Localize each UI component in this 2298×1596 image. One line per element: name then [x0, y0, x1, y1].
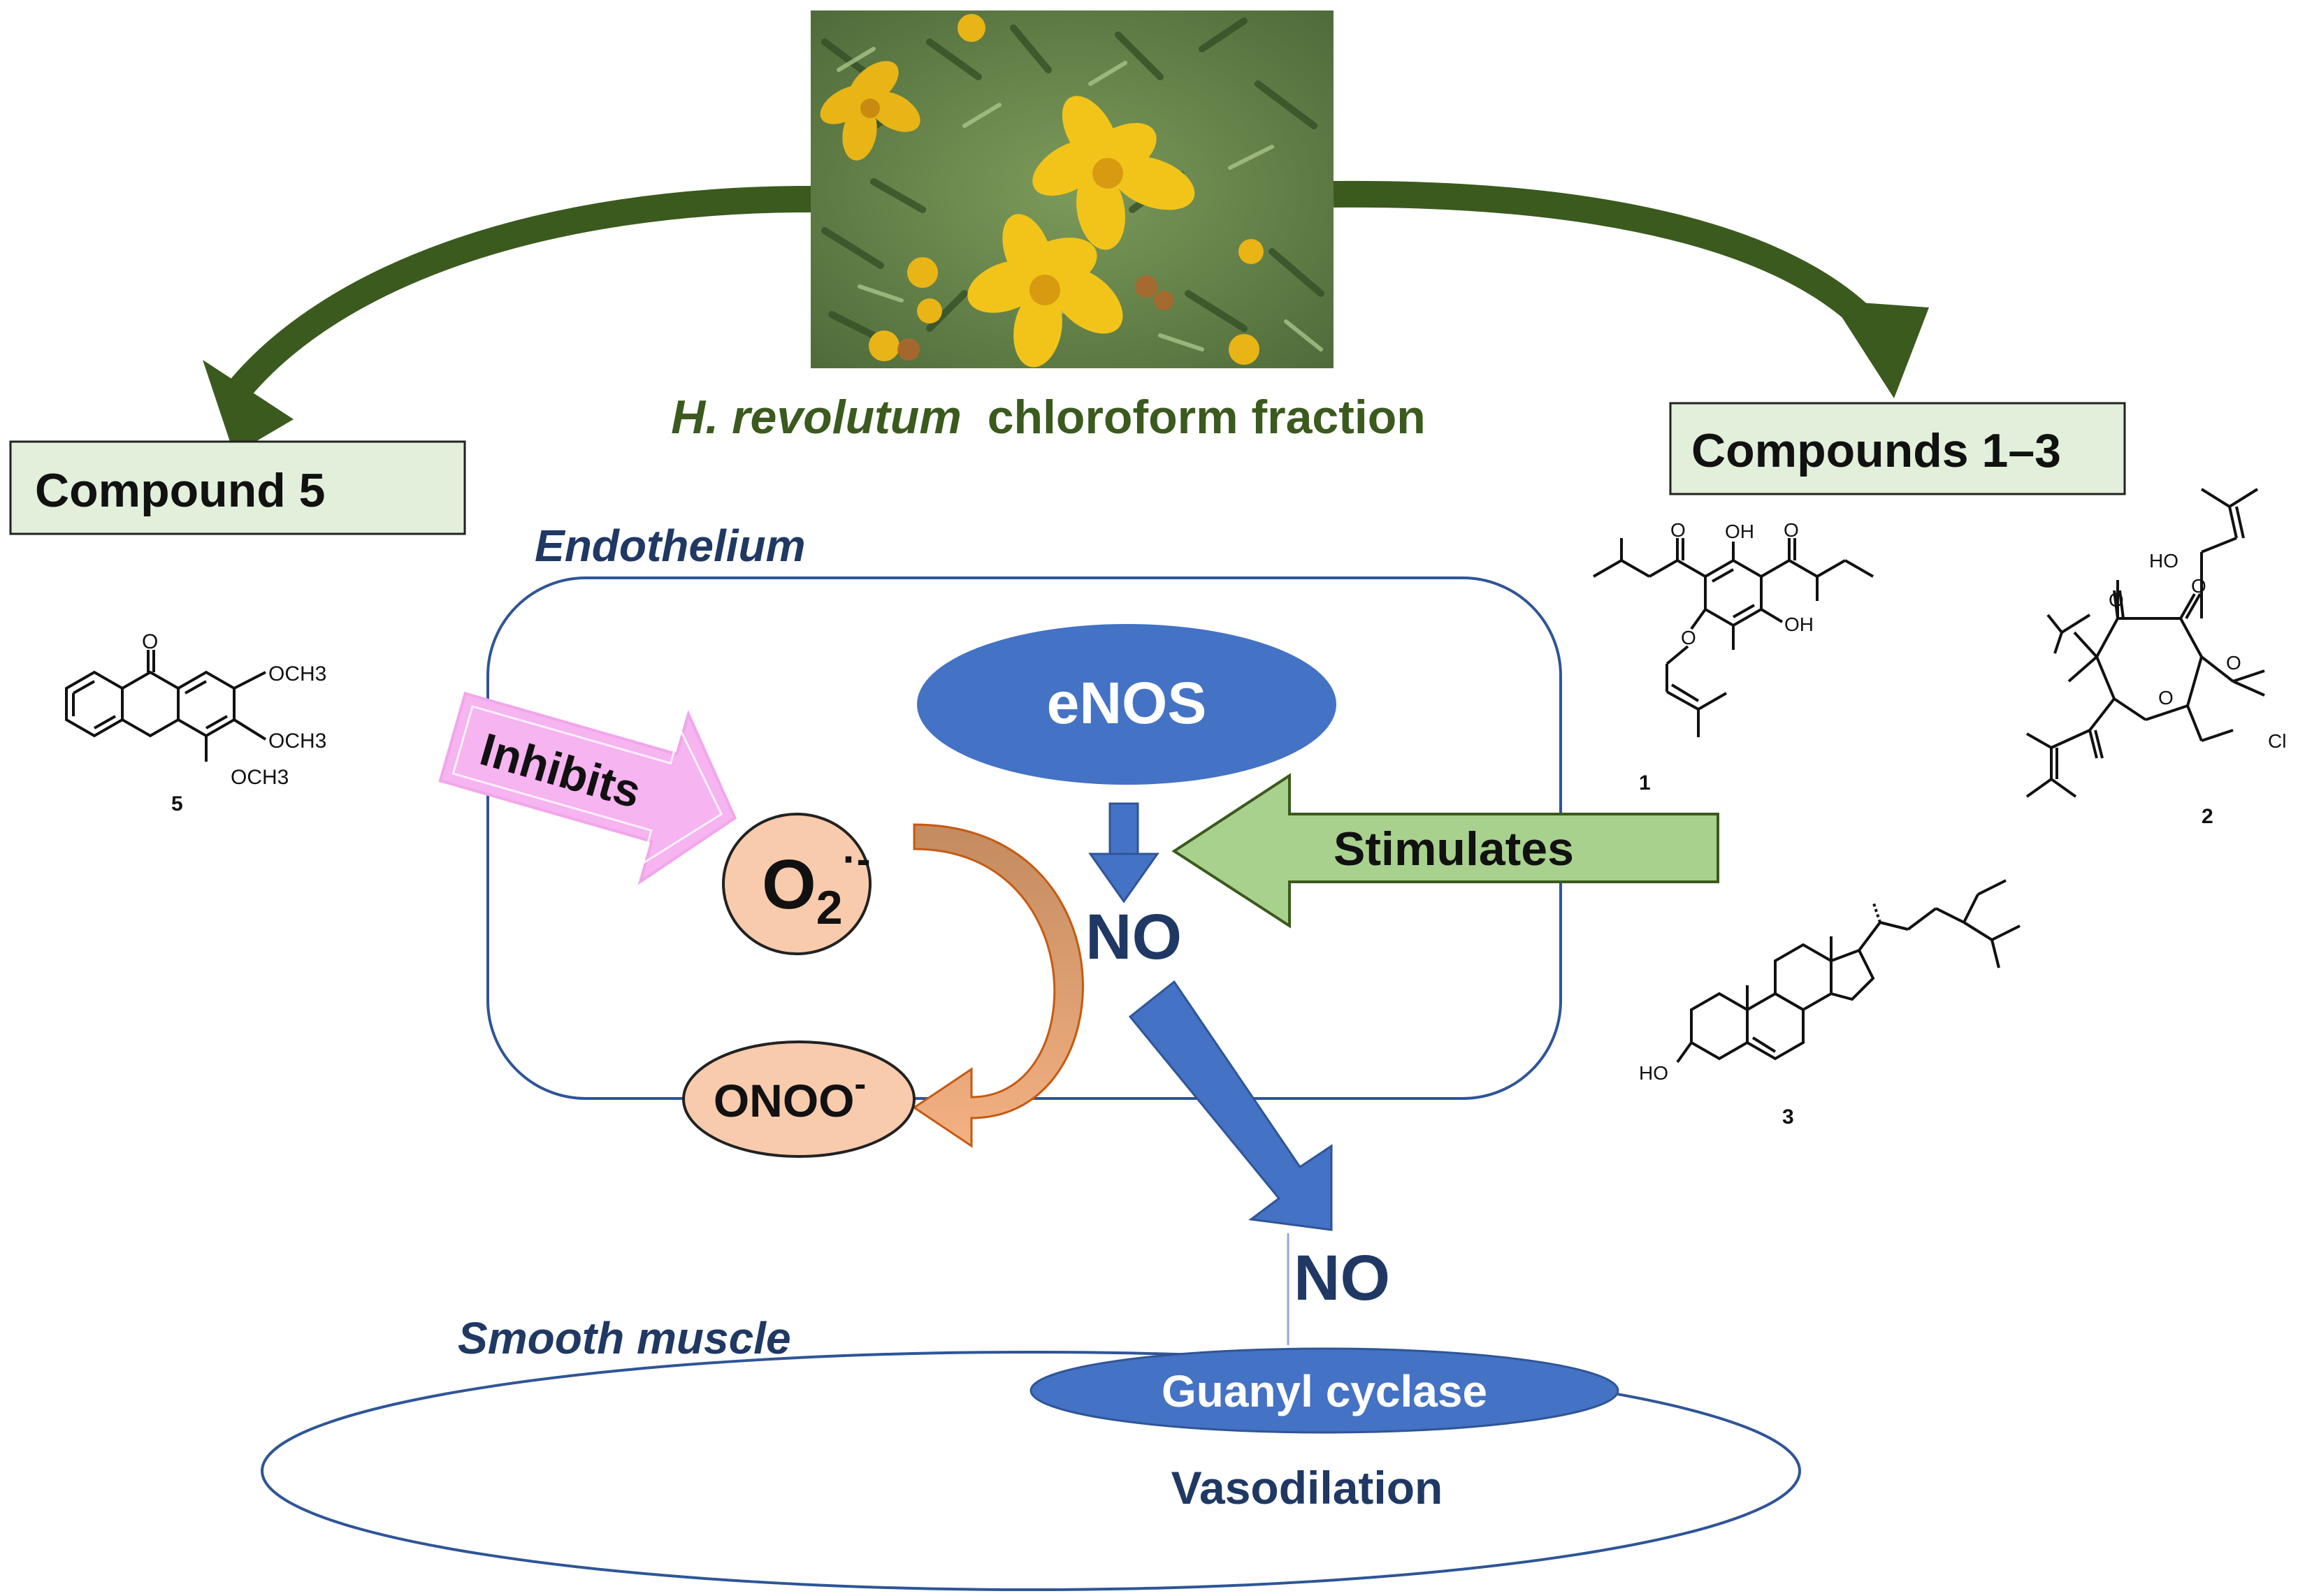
fraction-label: chloroform fraction [988, 391, 1426, 444]
compounds-1-3-label: Compounds 1–3 [1691, 424, 2061, 477]
enos-to-no-arrow [1088, 802, 1159, 904]
compound-2-o-label: O [2109, 589, 2124, 611]
enos-node [917, 624, 1336, 785]
compound-1-number: 1 [1639, 771, 1651, 795]
flower-icon [820, 61, 920, 161]
species-name: H. revolutum [671, 391, 962, 444]
superoxide-to-peroxynitrite-arrow [912, 823, 1084, 1148]
stimulates-label: Stimulates [1334, 822, 1574, 876]
compound-5-och3-label: OCH3 [268, 662, 326, 685]
superoxide-o: O [762, 846, 816, 924]
compound-2-o-label: O [2226, 652, 2241, 674]
arrow-to-compound-5 [203, 186, 811, 454]
structure-compound-2 [2025, 488, 2265, 798]
arrow-to-compounds-1-3 [1333, 180, 1929, 398]
compound-5-o-label: O [142, 630, 158, 653]
compound-5-label: Compound 5 [35, 464, 326, 517]
compound-3-number: 3 [1782, 1105, 1794, 1129]
peroxynitrite-node [682, 1040, 916, 1158]
compound-3-ho-label: HO [1639, 1062, 1668, 1084]
stimulates-arrow [1171, 773, 1719, 929]
peroxynitrite-superscript: - [855, 1064, 867, 1103]
plant-photo [811, 10, 1334, 368]
no-diffusion-arrow [1128, 980, 1333, 1231]
compound-1-o-label: O [1681, 627, 1696, 648]
compound-2-number: 2 [2202, 805, 2213, 828]
vasodilation-label: Vasodilation [1171, 1462, 1443, 1514]
superoxide-subscript: 2 [816, 881, 843, 934]
compound-2-o-label: O [2158, 687, 2174, 709]
structure-compound-3 [1676, 879, 2021, 1064]
compound-5-och3-label: OCH3 [231, 766, 289, 789]
compound-1-o-label: O [1784, 519, 1799, 541]
compound-2-cl-label: Cl [2268, 730, 2286, 752]
guanyl-cyclase-label: Guanyl cyclase [1162, 1366, 1487, 1416]
inhibits-arrow [438, 691, 737, 885]
structure-compound-1 [1593, 538, 1874, 737]
peroxynitrite-label: ONOO- [714, 1064, 866, 1126]
compound-2-o-label: O [2191, 575, 2206, 597]
compound-5-och3-label: OCH3 [268, 730, 326, 753]
peroxynitrite-main: ONOO [714, 1075, 855, 1126]
compound-1-oh-label: OH [1725, 521, 1754, 542]
svg-text:H. revolutum chloroform fr: H. revolutum chloroform fraction [671, 391, 1426, 444]
flower-icon [1032, 96, 1195, 250]
smooth-muscle-label: Smooth muscle [458, 1313, 791, 1363]
compound-5-box [9, 440, 466, 535]
superoxide-label: O2·- [762, 836, 871, 934]
compounds-1-3-box [1669, 402, 2126, 495]
compound-1-o-label: O [1670, 519, 1686, 541]
guanyl-cyclase-node [1029, 1347, 1619, 1434]
no-muscle: NO [1294, 1242, 1390, 1314]
superoxide-node [722, 813, 872, 955]
smooth-muscle-cell [261, 1351, 1801, 1591]
enos-label: eNOS [1047, 670, 1207, 736]
compound-2-ho-label: HO [2149, 550, 2178, 572]
no-endothelium: NO [1085, 901, 1182, 973]
flower-icon [967, 214, 1123, 368]
superoxide-superscript: ·- [843, 836, 871, 883]
structure-compound-5 [65, 650, 267, 762]
compound-5-number: 5 [171, 792, 183, 815]
endothelium-label: Endothelium [535, 521, 806, 571]
compound-1-oh-label: OH [1784, 614, 1814, 635]
